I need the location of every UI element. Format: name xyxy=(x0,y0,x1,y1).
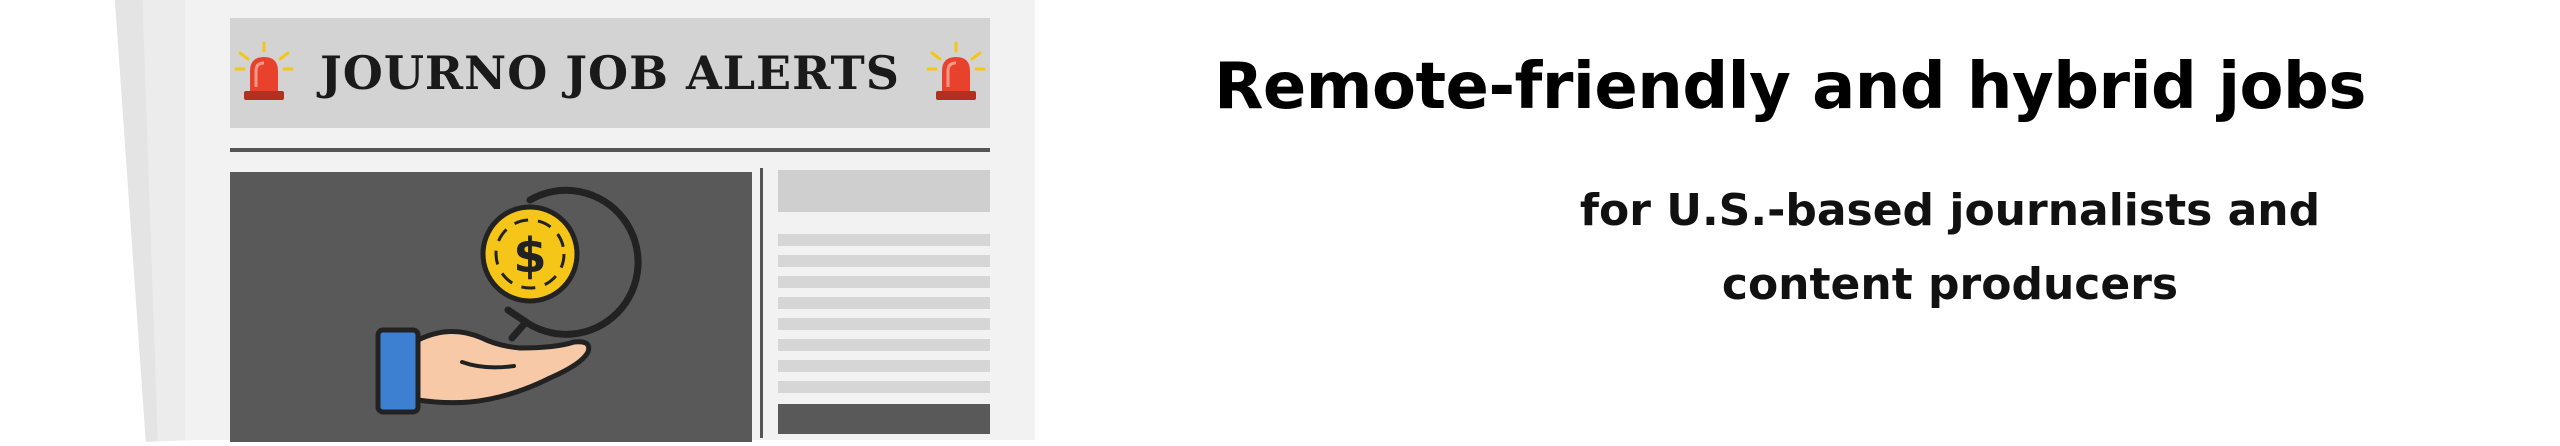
masthead-title: JOURNO JOB ALERTS xyxy=(319,46,900,100)
text-line xyxy=(778,255,990,267)
hand-receiving-coin-icon: $ xyxy=(375,186,642,415)
sidebar-photo-block xyxy=(778,404,990,434)
text-line xyxy=(778,360,990,372)
siren-icon xyxy=(234,41,294,100)
banner-subheadline: for U.S.-based journalists and content p… xyxy=(1400,174,2500,322)
subheadline-line-1: for U.S.-based journalists and xyxy=(1579,185,2321,236)
subheadline-line-2: content producers xyxy=(1721,259,2179,310)
banner-headline: Remote-friendly and hybrid jobs xyxy=(1214,50,2366,124)
text-line xyxy=(778,381,990,393)
newspaper-masthead: JOURNO JOB ALERTS xyxy=(230,18,990,128)
sidebar-headline-block xyxy=(778,170,990,212)
text-line xyxy=(778,276,990,288)
newspaper-photo: $ xyxy=(230,172,752,442)
siren-icon xyxy=(926,41,986,100)
text-line xyxy=(778,318,990,330)
svg-text:$: $ xyxy=(513,228,546,284)
text-line xyxy=(778,234,990,246)
text-line xyxy=(778,339,990,351)
text-line xyxy=(778,297,990,309)
masthead-rule xyxy=(230,148,990,152)
column-divider xyxy=(760,168,763,438)
